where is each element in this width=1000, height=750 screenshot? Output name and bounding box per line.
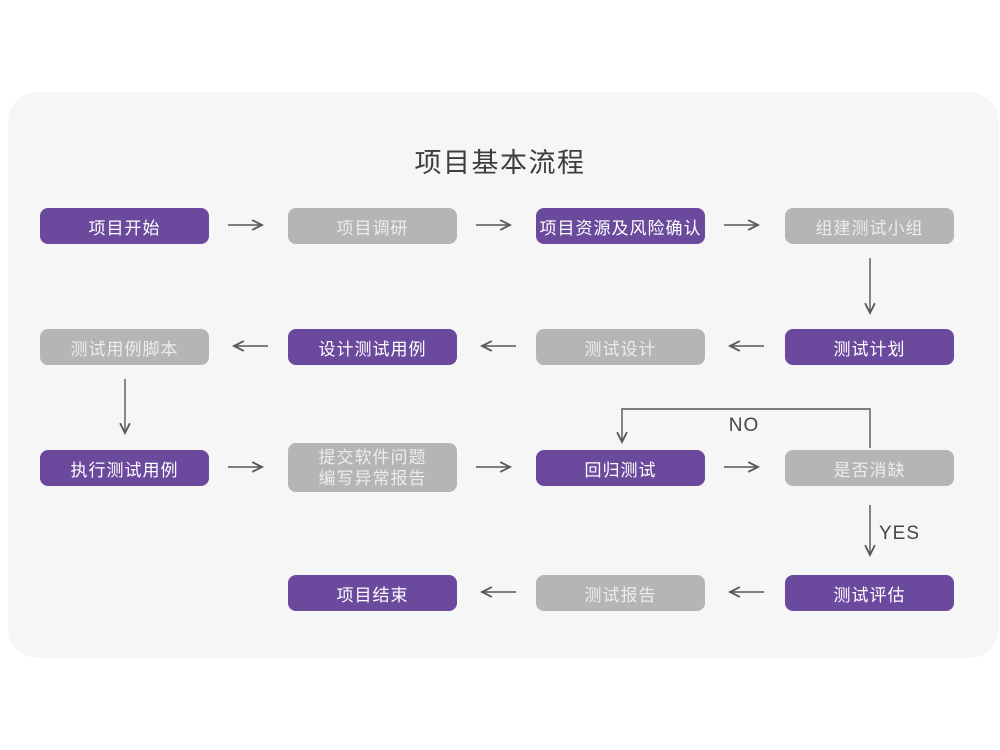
node-project-end: 项目结束 — [288, 575, 457, 611]
node-regression-test: 回归测试 — [536, 450, 705, 486]
node-test-plan: 测试计划 — [785, 329, 954, 365]
node-test-design: 测试设计 — [536, 329, 705, 365]
node-resource-risk-confirm: 项目资源及风险确认 — [536, 208, 705, 244]
yes-edge-label: YES — [879, 523, 921, 544]
node-test-evaluation: 测试评估 — [785, 575, 954, 611]
node-project-research: 项目调研 — [288, 208, 457, 244]
node-build-test-team: 组建测试小组 — [785, 208, 954, 244]
node-test-report: 测试报告 — [536, 575, 705, 611]
node-test-case-scripts: 测试用例脚本 — [40, 329, 209, 365]
node-design-test-cases: 设计测试用例 — [288, 329, 457, 365]
node-execute-test-cases: 执行测试用例 — [40, 450, 209, 486]
node-project-start: 项目开始 — [40, 208, 209, 244]
node-defect-cleared: 是否消缺 — [785, 450, 954, 486]
no-edge-label: NO — [728, 415, 760, 436]
node-submit-issue-report: 提交软件问题 编写异常报告 — [288, 443, 457, 492]
diagram-card — [8, 92, 999, 658]
diagram-title: 项目基本流程 — [414, 148, 586, 178]
